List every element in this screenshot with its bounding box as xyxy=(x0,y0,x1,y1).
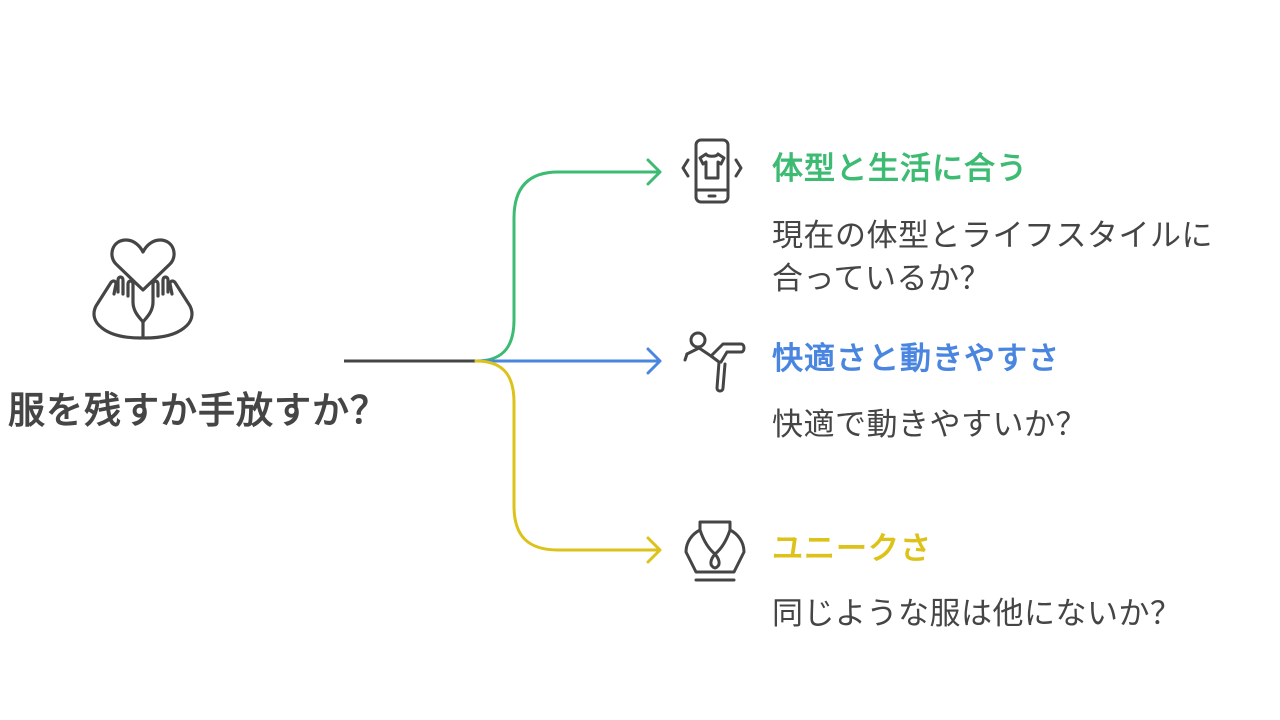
branch-title-2: 快適さと動きやすさ xyxy=(772,341,1060,377)
branch-connector-1 xyxy=(474,170,660,363)
branch-title-3: ユニークさ xyxy=(772,531,932,567)
arrowhead-2 xyxy=(646,347,662,375)
branch-title-1: 体型と生活に合う xyxy=(772,151,1028,187)
heart-in-hands-icon xyxy=(92,238,194,340)
branch-description-1: 現在の体型とライフスタイルに 合っているか？ xyxy=(772,215,1213,301)
branch-description-1-line-1: 現在の体型とライフスタイルに xyxy=(772,218,1213,254)
arrowhead-3 xyxy=(646,536,662,564)
branch-description-1-line-2: 合っているか？ xyxy=(772,260,991,297)
arrowhead-1 xyxy=(646,158,662,186)
branch-connector-3 xyxy=(474,359,660,552)
branch-description-3: 同じような服は他にないか？ xyxy=(772,593,1182,636)
branch-description-2: 快適で動きやすいか？ xyxy=(772,404,1087,447)
branch-description-2-line-1: 快適で動きやすいか？ xyxy=(772,407,1087,443)
smartphone-shirt-icon xyxy=(681,138,743,204)
root-title: 服を残すか手放すか？ xyxy=(8,389,388,432)
branch-description-3-line-1: 同じような服は他にないか？ xyxy=(772,596,1182,632)
necklace-icon xyxy=(684,520,746,582)
kicking-person-icon xyxy=(683,331,746,393)
